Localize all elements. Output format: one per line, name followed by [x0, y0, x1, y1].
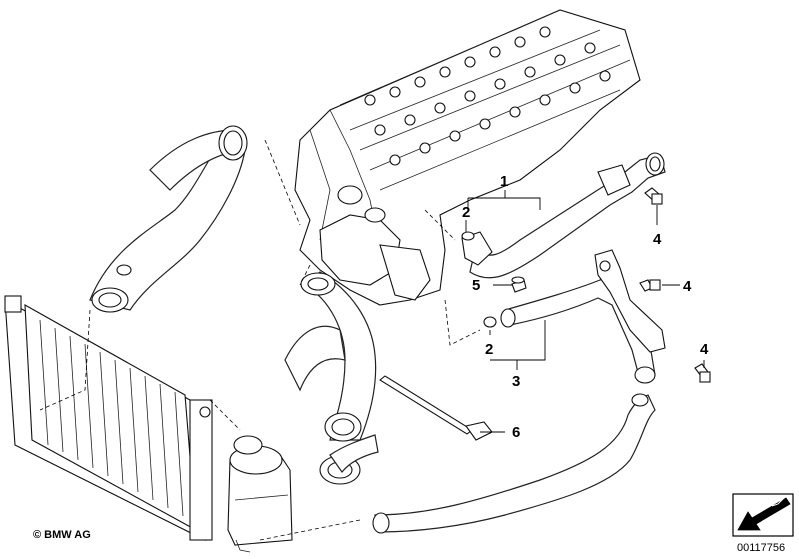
- coolant-pipe-part-3: [500, 249, 666, 384]
- callout-1: 1: [500, 173, 508, 190]
- callout-2-lower: 2: [485, 341, 493, 358]
- thermostat-housing: [319, 185, 431, 301]
- radiator: [4, 295, 213, 541]
- bolt-bottom: [694, 363, 711, 383]
- camshaft-bolts: [364, 26, 611, 166]
- cylinder-head: [294, 9, 641, 306]
- callout-2-upper: 2: [462, 204, 470, 221]
- callout-4-middle: 4: [683, 278, 692, 295]
- bolt-top: [644, 187, 663, 205]
- reference-number: 00117756: [737, 542, 785, 554]
- callout-4-bottom: 4: [700, 341, 709, 358]
- callout-4-top: 4: [653, 231, 662, 248]
- tank-return-hose: [372, 393, 656, 534]
- bolt-middle: [639, 279, 661, 292]
- leader-lines: [465, 190, 705, 433]
- reference-box: 00117756: [732, 493, 794, 554]
- callout-3: 3: [512, 373, 520, 390]
- callout-5: 5: [472, 277, 480, 294]
- cable-tie-part-6: [379, 375, 493, 441]
- seal-ring-upper: [461, 231, 475, 241]
- expansion-tank: [227, 435, 293, 553]
- upper-radiator-hose: [89, 125, 248, 313]
- assembly-dashed-lines: [39, 139, 481, 541]
- lower-radiator-hose: [284, 271, 379, 485]
- arrow-pointer-icon: [737, 497, 791, 531]
- plug-part-5: [511, 276, 527, 293]
- callout-6: 6: [512, 424, 520, 441]
- copyright-text: © BMW AG: [33, 529, 91, 541]
- seal-ring-lower: [483, 316, 497, 328]
